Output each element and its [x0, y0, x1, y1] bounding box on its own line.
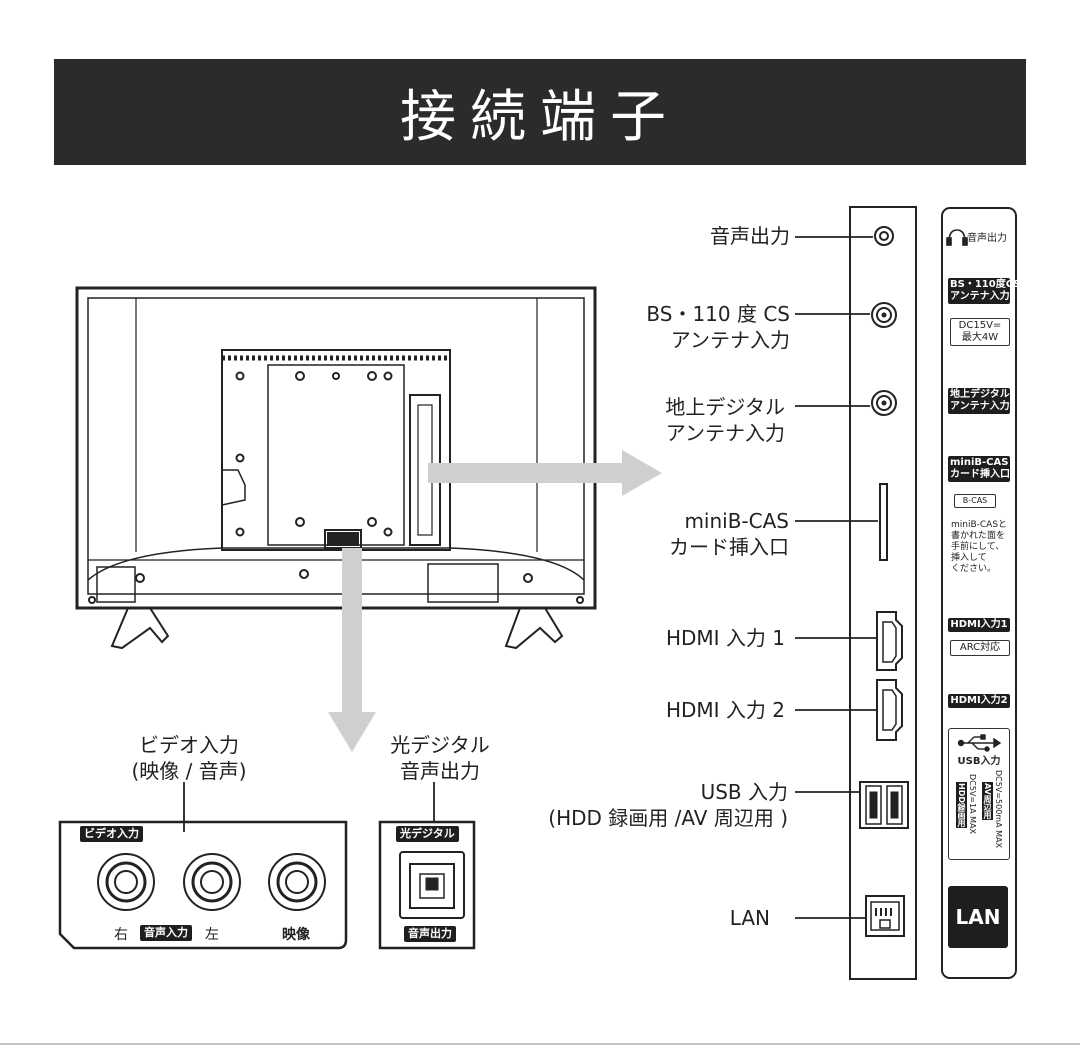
label-lan: LAN [729, 906, 770, 930]
sticker-lan: LAN [948, 886, 1008, 948]
sticker-bcas-note: miniB-CASと書かれた面を手前にして、挿入してください。 [951, 520, 1008, 574]
headphone-icon [946, 229, 968, 246]
sticker-video-in: ビデオ入力 [80, 826, 143, 842]
usb-symbol-icon [957, 734, 1002, 752]
label-video-in: ビデオ入力(映像 / 音声) [131, 733, 247, 783]
label-right-channel: 右 [114, 927, 128, 943]
label-video: 映像 [282, 927, 310, 943]
label-usb: USB 入力(HDD 録画用 /AV 周辺用 ) [548, 780, 788, 830]
sticker-bcas-card: B-CAS [954, 494, 996, 508]
sticker-arc: ARC対応 [950, 640, 1010, 656]
label-hdmi2: HDMI 入力 2 [665, 698, 785, 722]
label-hdmi1: HDMI 入力 1 [665, 626, 785, 650]
title-bar: 接続端子 [54, 59, 1026, 165]
sticker-audio-out: 音声出力 [967, 233, 1007, 244]
sticker-usb-hdd: HDD録画用 [956, 782, 967, 828]
sticker-bs-power: DC15V=最大4W [950, 318, 1010, 346]
page-title: 接続端子 [400, 84, 680, 150]
label-left-channel: 左 [205, 927, 219, 943]
sticker-optical: 光デジタル [396, 826, 459, 842]
label-optical: 光デジタル音声出力 [390, 733, 490, 783]
pointer-arrows [328, 450, 662, 752]
tv-back-illustration [75, 286, 597, 650]
sticker-hdmi1: HDMI入力1 [948, 618, 1010, 632]
sticker-hdmi2: HDMI入力2 [948, 694, 1010, 708]
sticker-usb-av: AV周辺用 [982, 782, 993, 820]
label-terrestrial-antenna: 地上デジタルアンテナ入力 [665, 395, 785, 445]
sticker-usb: USB入力 [948, 728, 1010, 860]
label-audio-out: 音声出力 [710, 224, 790, 248]
sticker-optical-audio-out: 音声出力 [404, 926, 456, 942]
sticker-usb-hdd-spec: DC5V=1A MAX [968, 774, 977, 834]
sticker-terrestrial: 地上デジタルアンテナ入力 [948, 388, 1010, 414]
sticker-usb-av-spec: DC5V=500mA MAX [994, 770, 1003, 848]
sticker-audio-in: 音声入力 [140, 925, 192, 941]
